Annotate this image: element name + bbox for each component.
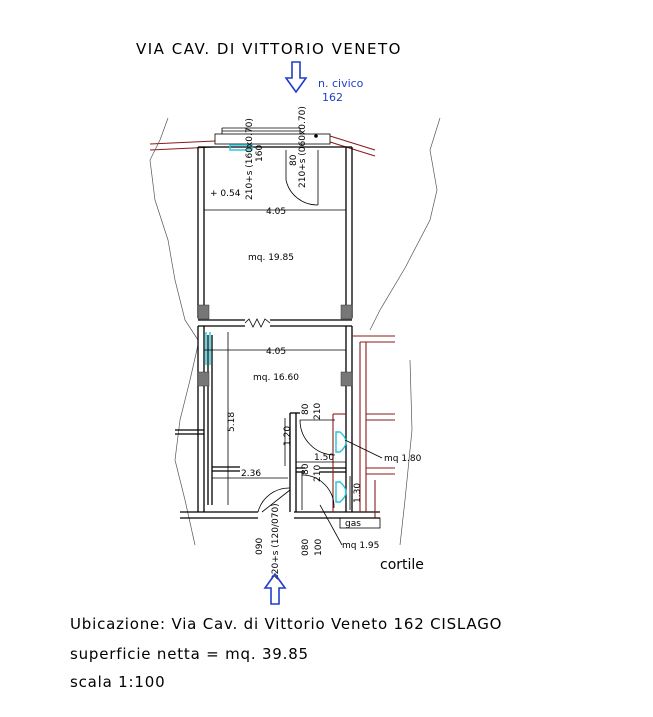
bath-width-dim: 1.50 (314, 453, 334, 463)
wc-width-dim: 1.30 (353, 483, 363, 503)
bottom-window-spec: 220+s (120/070) (271, 503, 281, 580)
bottom-window-width: 090 (255, 538, 265, 555)
front-elevation: + 0.54 (210, 189, 241, 199)
back-room-area: mq. 16.60 (253, 373, 299, 383)
street-title: VIA CAV. DI VITTORIO VENETO (136, 40, 402, 58)
top-door-width: 80 (289, 154, 299, 166)
neighbor-building (332, 335, 395, 518)
bottom-door-width: 080 (301, 539, 311, 556)
top-door-spec: 210+s (060x0.70) (298, 106, 308, 188)
pillars (197, 304, 353, 387)
back-depth-dim: 5.18 (227, 412, 237, 432)
walls (175, 146, 380, 519)
top-window-width: 160 (255, 145, 265, 162)
corridor-width-dim: 1.20 (283, 426, 293, 446)
civico-label: n. civico (318, 77, 364, 90)
top-window-spec: 210+s (160x0.70) (245, 118, 255, 200)
bath-area: mq 1.80 (384, 454, 422, 464)
fixtures (205, 144, 347, 503)
location-line: Ubicazione: Via Cav. di Vittorio Veneto … (70, 615, 502, 633)
courtyard-label: cortile (380, 557, 424, 573)
gas-label: gas (345, 519, 361, 529)
bottom-door-height: 100 (314, 539, 324, 556)
scale-line: scala 1:100 (70, 673, 165, 691)
front-room-area: mq. 19.85 (248, 253, 294, 263)
small-width-dim: 2.36 (241, 469, 261, 479)
wc-door-height: 210 (313, 465, 323, 482)
gas-box (339, 517, 381, 529)
up-arrow-icon (263, 572, 287, 605)
street-facade (149, 127, 376, 157)
civico-number: 162 (322, 91, 343, 104)
dimension-lines (204, 209, 383, 546)
down-arrow-icon (284, 61, 308, 94)
bath-door-width: 80 (301, 403, 311, 415)
bath-door-height: 210 (313, 403, 323, 420)
surface-line: superficie netta = mq. 39.85 (70, 645, 309, 663)
doors (257, 150, 336, 513)
wc-area: mq 1.95 (342, 541, 379, 551)
front-width-dim: 4.05 (266, 207, 286, 217)
wc-door-width: 80 (301, 463, 311, 475)
back-width-dim: 4.05 (266, 347, 286, 357)
site-boundary (149, 117, 441, 546)
